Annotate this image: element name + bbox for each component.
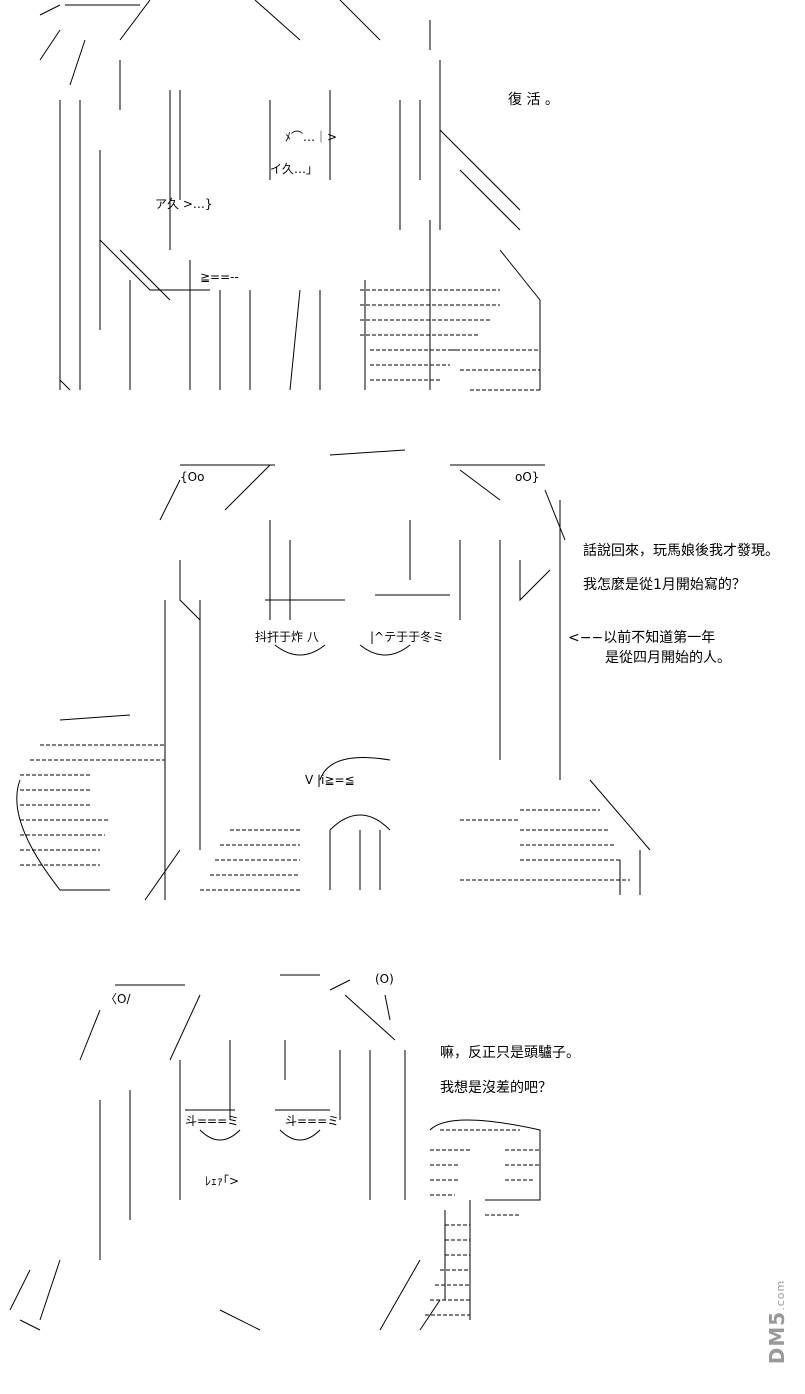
panel3-line-2: 我想是沒差的吧？ bbox=[440, 1080, 552, 1096]
watermark-brand: DM5 bbox=[765, 1310, 790, 1365]
art-glyph: ≧==-- bbox=[200, 270, 239, 284]
panel1-caption: 復 活 。 bbox=[508, 92, 559, 108]
art-glyph: 抖扞于炸 八 bbox=[255, 630, 319, 644]
panel2-line-1: 話說回來，玩馬娘後我才發現。 bbox=[583, 543, 779, 559]
art-glyph: oO} bbox=[515, 470, 540, 484]
art-glyph: 斗===ミ bbox=[285, 1114, 340, 1128]
art-glyph: 斗===ミ bbox=[185, 1114, 240, 1128]
art-glyph: {Oo bbox=[180, 470, 205, 484]
art-glyph: (O) bbox=[375, 972, 394, 986]
art-glyph: V |i≧=≦ bbox=[305, 773, 355, 787]
watermark-logo: DM5.com bbox=[765, 1280, 789, 1364]
panel3-art bbox=[9, 974, 541, 1331]
art-glyph: |^テ于于冬ミ bbox=[370, 630, 445, 644]
art-glyph: ﾒ⌒…｜> bbox=[285, 130, 338, 144]
panel1-art bbox=[39, 0, 541, 391]
arrow-left-icon: <−− bbox=[568, 630, 604, 646]
art-glyph: ﾚｪｧ｢> bbox=[205, 1174, 240, 1188]
art-glyph: 〈O/ bbox=[105, 992, 131, 1006]
panel2-note-line-1: 以前不知道第一年 bbox=[603, 630, 716, 646]
art-glyph: イ久…｣ bbox=[270, 162, 313, 176]
panel3-line-1: 嘛，反正只是頭驢子。 bbox=[440, 1045, 580, 1061]
panel2-line-2: 我怎麼是從1月開始寫的？ bbox=[583, 577, 746, 593]
watermark-suffix: .com bbox=[774, 1279, 788, 1311]
art-glyph: ア久 >…} bbox=[155, 197, 213, 211]
panel2-note: <−−以前不知道第一年 bbox=[568, 630, 715, 646]
panel2-art bbox=[16, 449, 651, 901]
panel2-note-line-2: 是從四月開始的人。 bbox=[605, 650, 731, 666]
